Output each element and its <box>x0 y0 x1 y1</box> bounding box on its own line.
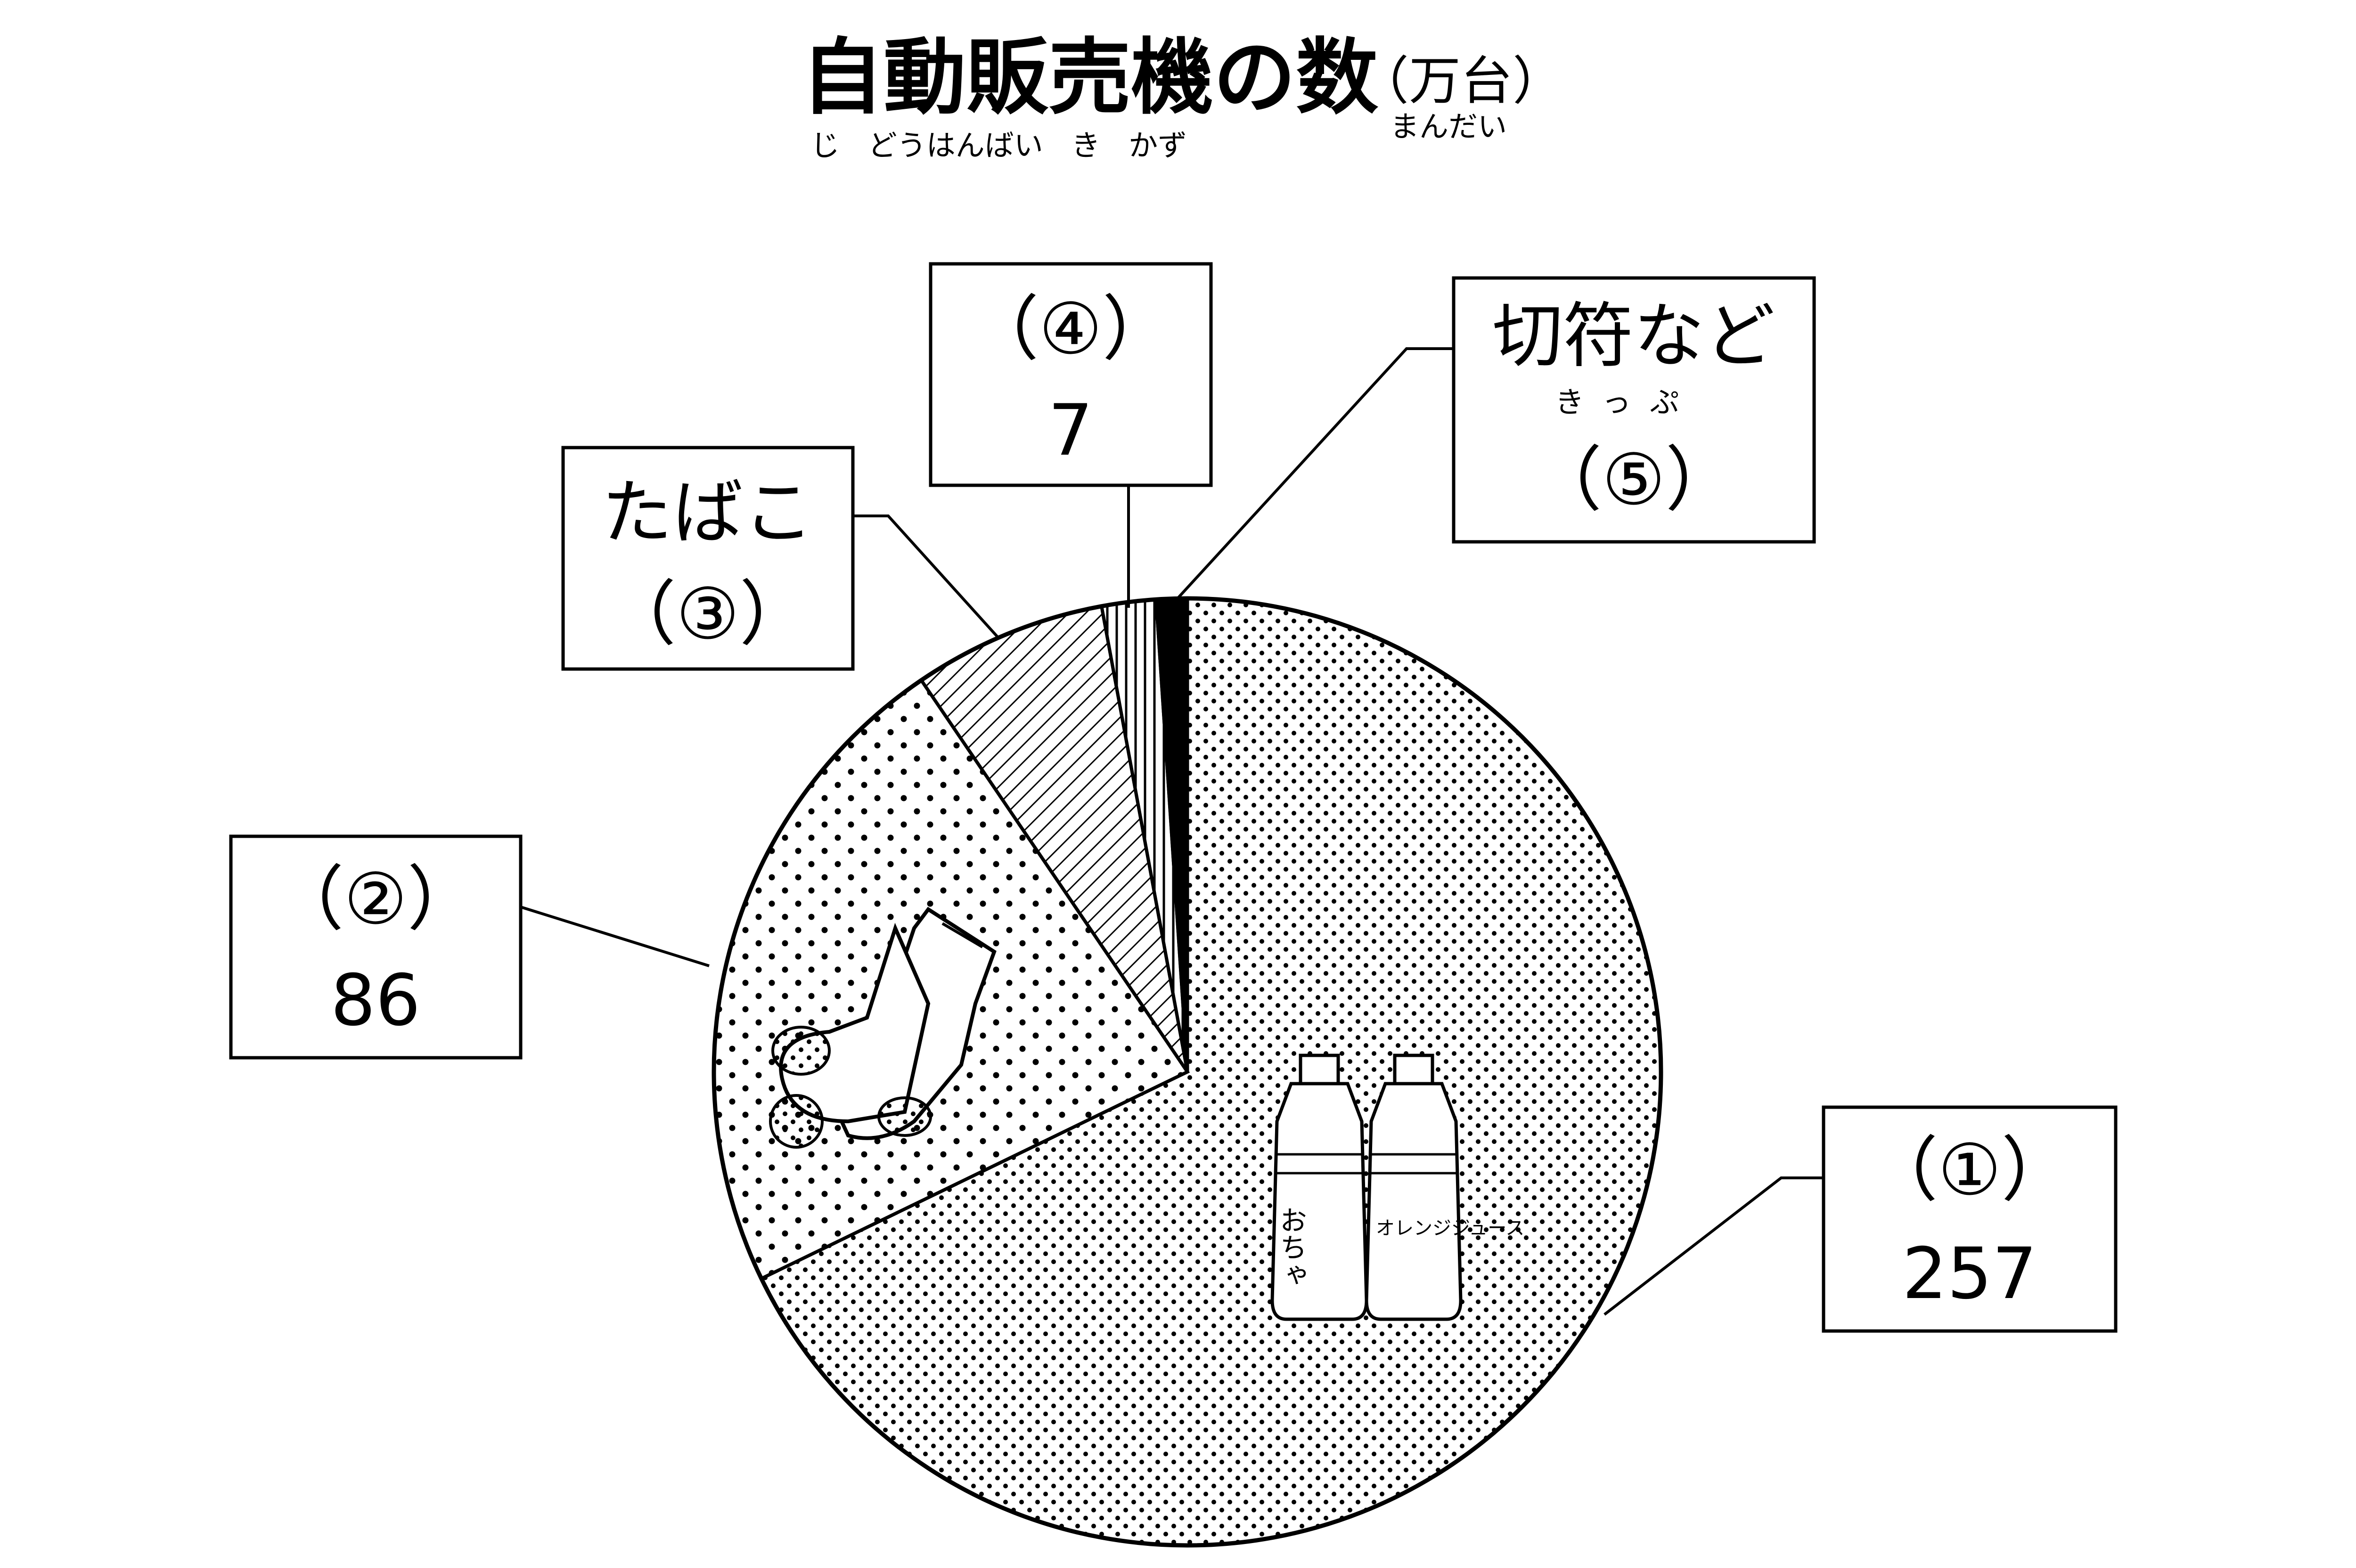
label-3-value: （③） <box>605 573 810 655</box>
bottle-label-juice: オレンジジュース <box>1376 1217 1524 1239</box>
label-1-value: 257 <box>1902 1233 2037 1315</box>
leader-lines <box>520 347 1824 1316</box>
label-box-4: （④） 7 <box>929 262 1213 487</box>
label-2-value: 86 <box>331 960 421 1042</box>
leader-line-1 <box>1603 1176 1824 1316</box>
label-5-category: 切符など <box>1492 295 1775 377</box>
chart-unit-ruby: まんだい <box>1390 109 1507 144</box>
bottle-illustration-juice: オレンジジュース <box>1365 1054 1524 1321</box>
chart-unit: （万台） <box>1357 51 1564 111</box>
label-box-1: （①） 257 <box>1822 1105 2118 1333</box>
chart-title-ruby: じ どうはんばい き かず <box>810 128 1187 163</box>
label-4-value: 7 <box>1048 390 1093 472</box>
leader-line-2 <box>520 906 710 967</box>
label-box-3: たばこ （③） <box>561 446 855 671</box>
pie-outline <box>712 596 1663 1548</box>
label-3-category: たばこ <box>602 472 814 554</box>
leader-line-5 <box>1172 347 1454 604</box>
label-4-category: （④） <box>968 288 1173 370</box>
leader-line-3 <box>853 514 1000 640</box>
label-1-category: （①） <box>1867 1129 2072 1211</box>
label-box-2: （②） 86 <box>229 834 523 1060</box>
socks-illustration <box>769 906 997 1149</box>
label-2-category: （②） <box>273 858 478 940</box>
label-box-5: 切符など きっぷ （⑤） <box>1452 276 1816 544</box>
bottle-label-tea: おちゃ <box>1275 1206 1307 1288</box>
chart-title: 自動販売機の数 <box>801 30 1378 126</box>
bottle-illustration-tea: おちゃ <box>1270 1054 1368 1321</box>
label-5-ruby: きっぷ <box>1555 385 1698 419</box>
label-5-value: （⑤） <box>1531 439 1736 521</box>
